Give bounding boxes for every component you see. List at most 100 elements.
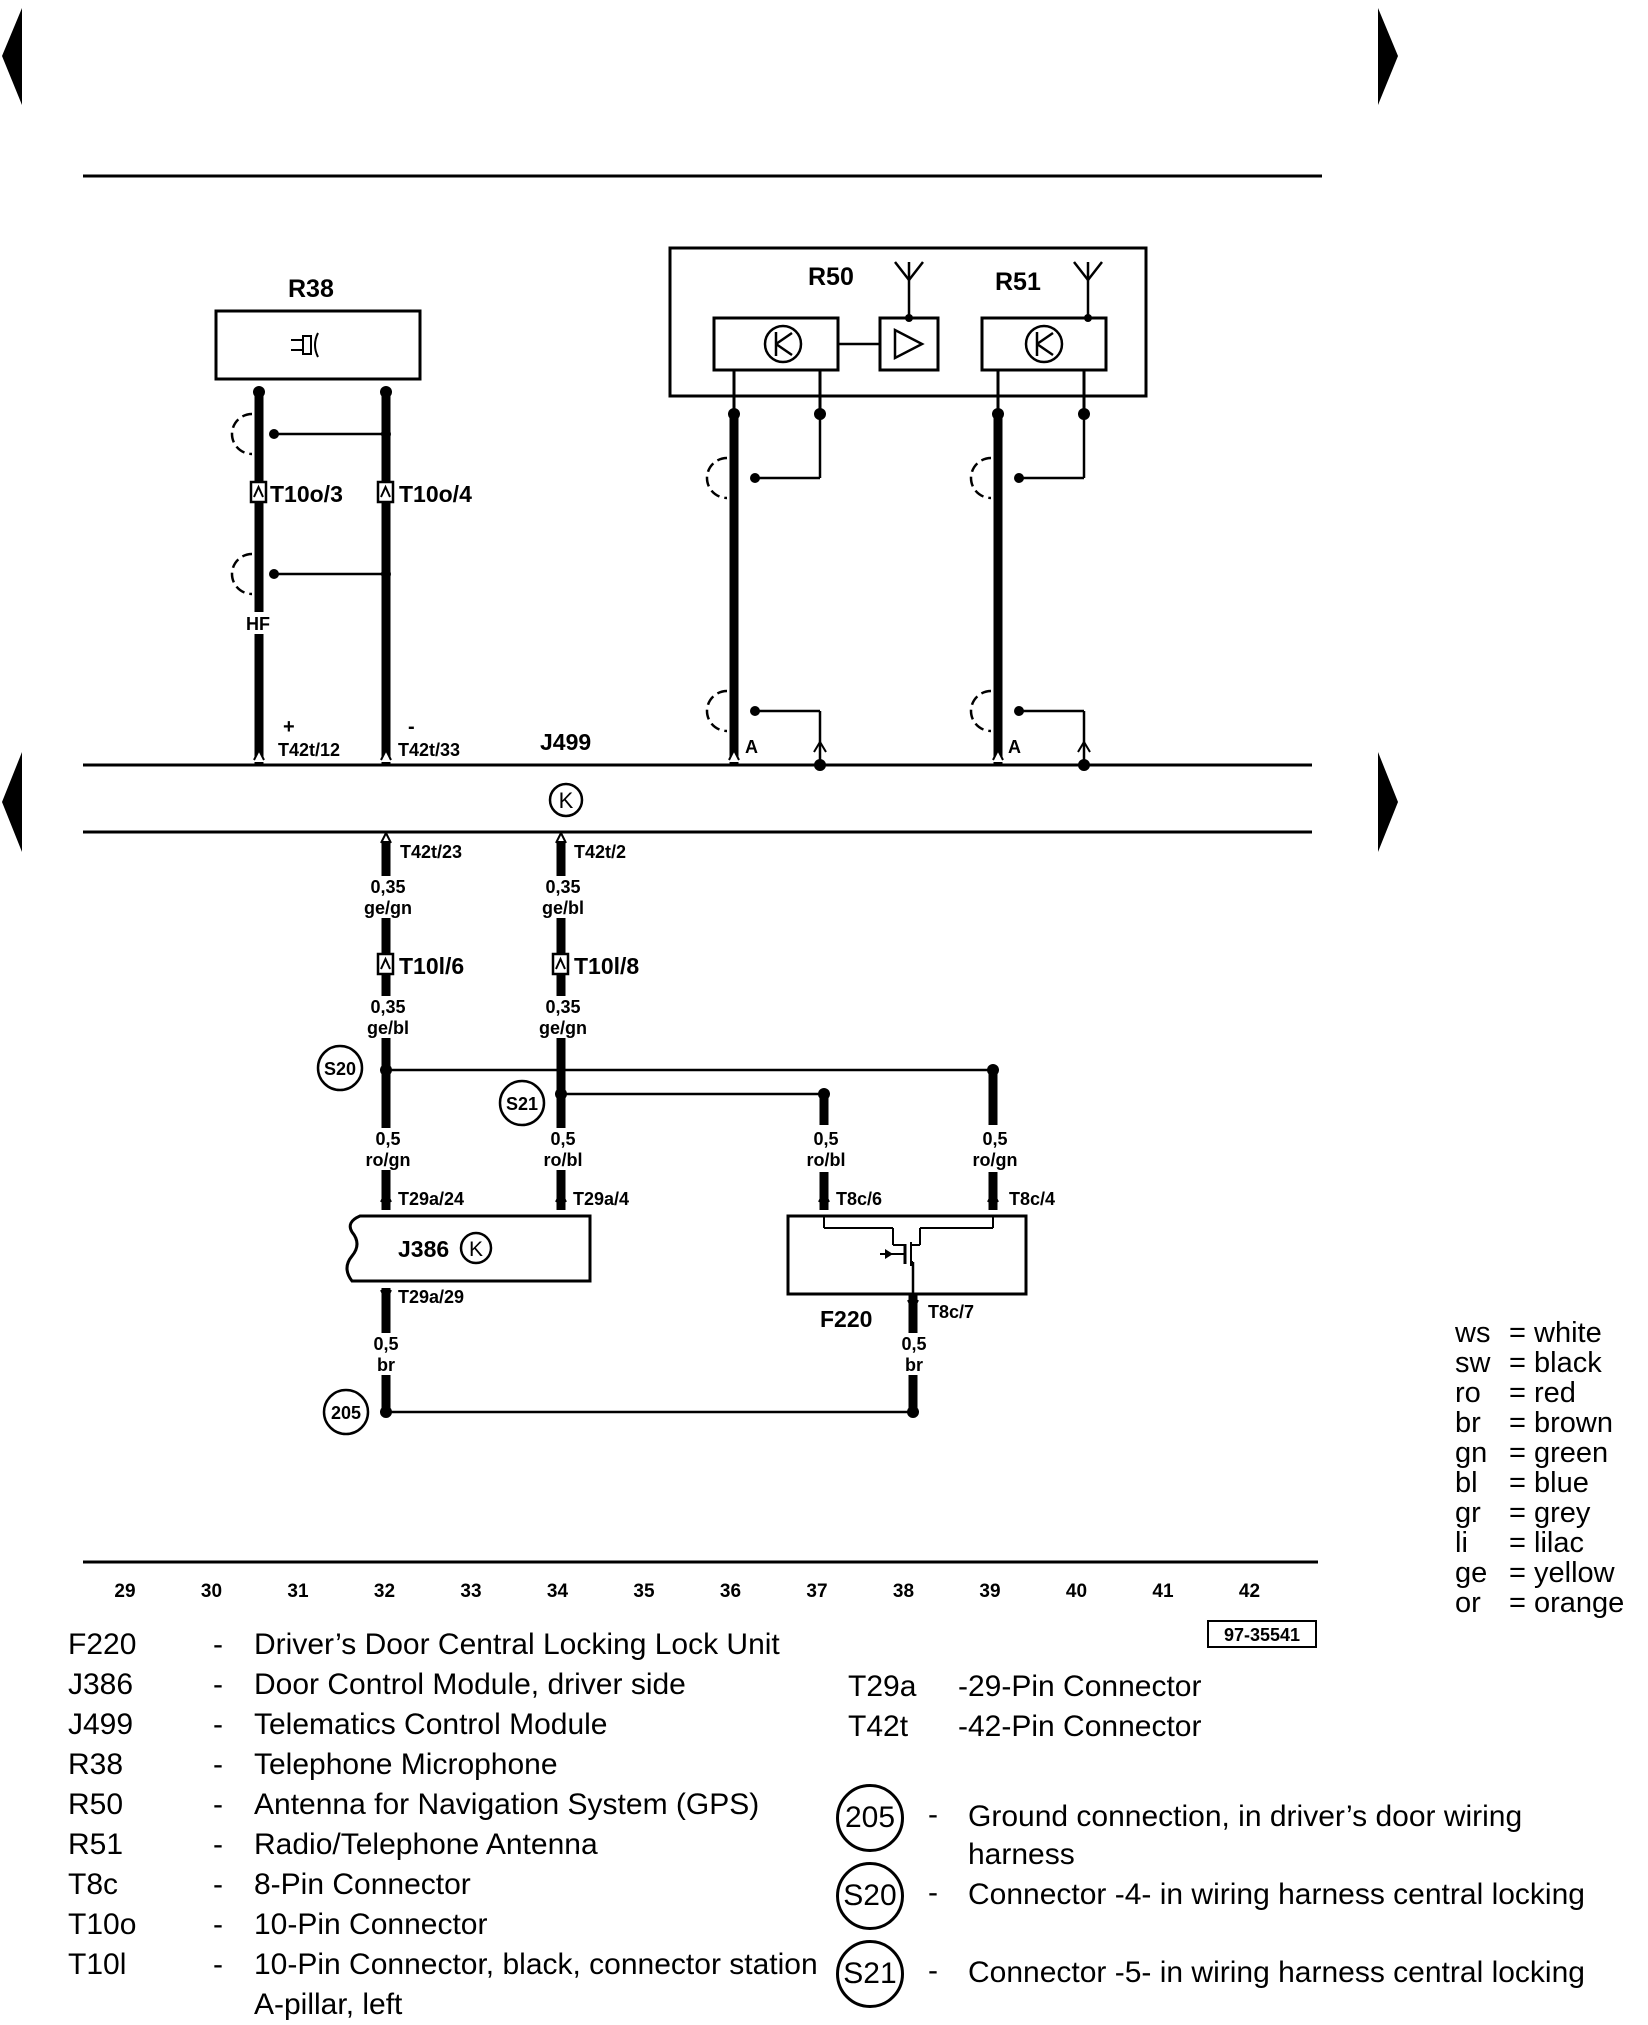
wire-size: 0,5 [901, 1334, 926, 1354]
legend-code: T29a [848, 1670, 917, 1703]
reference-number: 97-35541 [1207, 1620, 1317, 1648]
legend-desc: Ground connection, in driver’s door wiri… [968, 1800, 1523, 1871]
ruler-number: 39 [979, 1581, 1000, 1602]
j386-label: J386 [398, 1236, 449, 1262]
legend-dash: - [213, 1748, 223, 1781]
legend-desc: Antenna for Navigation System (GPS) [254, 1788, 760, 1821]
legend-item: T10o-10-Pin Connector [68, 1905, 808, 1945]
legend-desc: 10-Pin Connector, black, connector stati… [254, 1948, 818, 2021]
color-eq: = black [1509, 1348, 1602, 1378]
legend-desc: Telephone Microphone [254, 1748, 558, 1781]
legend-dash: - [213, 1668, 223, 1701]
equals-sign: = [1509, 1467, 1526, 1499]
pin-t8c-7: T8c/7 [928, 1302, 974, 1322]
legend-dash: - [928, 1798, 938, 1831]
r38-label: R38 [288, 275, 334, 303]
ruler-number: 32 [374, 1581, 395, 1602]
wire-size: 0,5 [373, 1334, 398, 1354]
ruler-number: 35 [633, 1581, 655, 1602]
legend-dash: - [213, 1868, 223, 1901]
legend-desc: Telematics Control Module [254, 1708, 608, 1741]
wire-color: ge/gn [364, 898, 412, 918]
color-key-item: ro= red [1455, 1378, 1645, 1408]
wire-color: ro/bl [544, 1150, 583, 1170]
j386-door-control-module: J386 K [345, 1214, 592, 1283]
ground-205-label: 205 [331, 1403, 361, 1423]
f220-lock-unit [786, 1214, 1028, 1310]
legend-item: T8c-8-Pin Connector [68, 1865, 808, 1905]
pin-t29a-24: T29a/24 [398, 1189, 464, 1209]
antenna-housing: R50 R51 [668, 246, 1148, 398]
wire-size: 0,35 [545, 877, 580, 897]
color-name: green [1534, 1437, 1609, 1469]
reference-number-text: 97-35541 [1224, 1625, 1300, 1645]
legend-item: T29a-29-Pin Connector [848, 1667, 1408, 1707]
module-k-label: K [469, 1238, 483, 1261]
color-eq: = green [1509, 1438, 1608, 1468]
equals-sign: = [1509, 1557, 1526, 1589]
legend-dash: - [958, 1670, 968, 1703]
color-name: yellow [1534, 1557, 1615, 1589]
next-page-arrow-icon[interactable] [1378, 8, 1398, 105]
legend-desc: Connector -4- in wiring harness central … [968, 1878, 1585, 1911]
wire-color: ro/bl [807, 1150, 846, 1170]
pin-t42t-33: T42t/33 [398, 740, 460, 760]
wire-size: 0,35 [370, 997, 405, 1017]
legend-dash: - [928, 1954, 938, 1987]
pin-t42t-2: T42t/2 [574, 842, 626, 862]
module-k-label: K [559, 788, 574, 813]
microphone-icon [291, 332, 319, 358]
next-section-arrow-icon[interactable] [1378, 752, 1398, 852]
color-key-item: or= orange [1455, 1588, 1645, 1618]
equals-sign: = [1509, 1527, 1526, 1559]
color-abbr: bl [1455, 1467, 1478, 1499]
legend-dash: - [213, 1628, 223, 1661]
color-eq: = blue [1509, 1468, 1589, 1498]
connector-icon [376, 952, 395, 976]
color-key-item: sw= black [1455, 1348, 1645, 1378]
legend-code: T10o [68, 1908, 137, 1941]
ruler-number: 29 [114, 1581, 135, 1602]
ruler-number: 40 [1066, 1581, 1087, 1602]
color-key-item: br= brown [1455, 1408, 1645, 1438]
r50-label: R50 [808, 263, 854, 291]
legend-desc: 8-Pin Connector [254, 1868, 471, 1901]
color-key-item: ws= white [1455, 1318, 1645, 1348]
ground-badge: 205 [836, 1784, 904, 1852]
receiver-icon [763, 324, 803, 364]
legend-code: T10l [68, 1948, 127, 1981]
pin-t10o-3: T10o/3 [270, 481, 343, 507]
legend-code: T42t [848, 1710, 909, 1743]
shield-symbol [230, 412, 391, 456]
legend-item: T42t-42-Pin Connector [848, 1707, 1408, 1747]
wire-size: 0,5 [375, 1129, 400, 1149]
prev-section-arrow-icon[interactable] [2, 752, 22, 852]
pin-t8c-6: T8c/6 [836, 1189, 882, 1209]
connector-icon [551, 952, 570, 976]
j499-label: J499 [540, 729, 591, 755]
equals-sign: = [1509, 1587, 1526, 1619]
wire-color: ge/bl [542, 898, 584, 918]
wire-size: 0,35 [545, 997, 580, 1017]
prev-page-arrow-icon[interactable] [2, 8, 22, 105]
color-abbr: gr [1455, 1497, 1481, 1529]
ground-badge: S20 [836, 1862, 904, 1930]
color-abbr: or [1455, 1587, 1481, 1619]
legend-dash: - [928, 1876, 938, 1909]
color-name: brown [1534, 1407, 1613, 1439]
legend-code: R38 [68, 1748, 124, 1781]
wire-color: ro/gn [973, 1150, 1018, 1170]
pin-t10o-4: T10o/4 [399, 481, 472, 507]
ruler-number: 37 [806, 1581, 827, 1602]
legend-item: R38 -Telephone Microphone [68, 1745, 808, 1785]
legend-item: R51-Radio/Telephone Antenna [68, 1825, 808, 1865]
ruler-number: 41 [1152, 1581, 1174, 1602]
legend-dash: - [958, 1710, 968, 1743]
ruler-number: 30 [201, 1581, 222, 1602]
connector-icon [376, 480, 395, 504]
hf-label: HF [246, 614, 270, 634]
a-mark-right: A [1008, 737, 1021, 757]
